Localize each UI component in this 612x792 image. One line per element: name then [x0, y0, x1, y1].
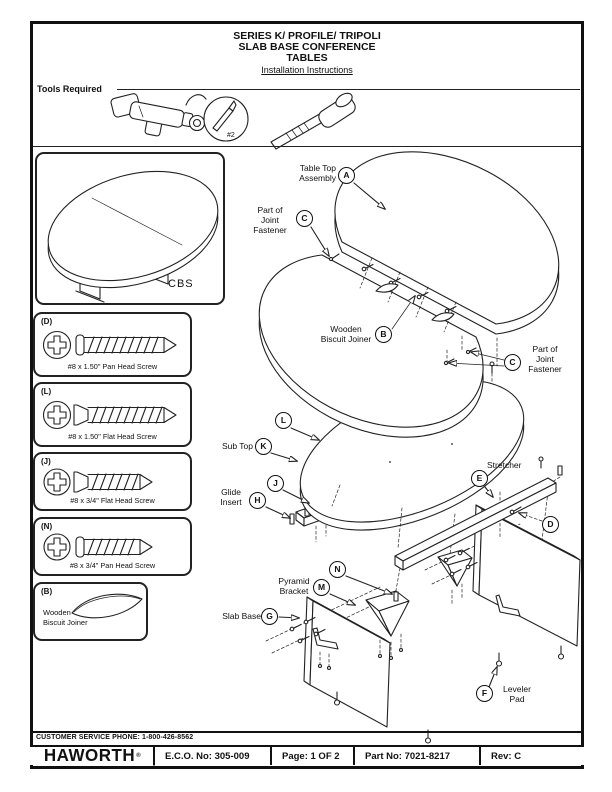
part-box-b: (B) Wooden Biscuit Joiner — [33, 582, 148, 641]
callout-circle-e: E — [471, 470, 488, 487]
page-border — [30, 21, 584, 769]
logo-text: HAWORTH — [43, 745, 136, 766]
title-line-2: SLAB BASE CONFERENCE — [238, 41, 376, 53]
part-key: (J) — [41, 457, 51, 466]
mallet-icon — [270, 92, 356, 150]
callout-circle-a: A — [338, 167, 355, 184]
part-box-l: (L) #8 x 1.50" Flat Head Screw — [33, 382, 192, 447]
haworth-logo: HAWORTH® — [30, 745, 155, 766]
section-divider — [33, 146, 581, 147]
title-line-1: SERIES K/ PROFILE/ TRIPOLI — [233, 30, 381, 42]
svg-text:#2: #2 — [227, 132, 235, 139]
part-box-j: (J) #8 x 3/4" Flat Head Screw — [33, 452, 192, 511]
part-label: #8 x 3/4" Flat Head Screw — [70, 496, 155, 505]
customer-service-phone: CUSTOMER SERVICE PHONE: 1-800-426-8562 — [36, 734, 194, 741]
eco-number: E.C.O. No: 305-009 — [155, 747, 272, 765]
callout-circle-d: D — [542, 516, 559, 533]
model-label: CBS — [168, 278, 194, 290]
title-line-3: TABLES — [286, 52, 328, 64]
callout-circle-n: N — [329, 561, 346, 578]
revision: Rev: C — [491, 750, 522, 762]
callout-circle-g: G — [261, 608, 278, 625]
label-stretcher: Stretcher — [487, 460, 522, 470]
biscuit-joiner-icon — [71, 593, 143, 619]
part-label: #8 x 1.50" Pan Head Screw — [67, 362, 158, 371]
flat-head-screw-icon — [43, 468, 153, 496]
power-drill-icon — [110, 93, 207, 137]
pan-head-screw-icon — [42, 330, 177, 360]
callout-circle-f: F — [476, 685, 493, 702]
part-key: (L) — [41, 387, 52, 396]
callout-circle-h: H — [249, 492, 266, 509]
driver-bit-icon: #2 — [203, 96, 249, 142]
label-slab-base: Slab Base — [222, 611, 261, 621]
page-title: SERIES K/ PROFILE/ TRIPOLI SLAB BASE CON… — [33, 31, 581, 76]
callout-circle-k: K — [255, 438, 272, 455]
part-key: (N) — [41, 522, 53, 531]
part-label: #8 x 1.50" Flat Head Screw — [68, 432, 157, 441]
footer-divider — [30, 731, 584, 733]
part-label: #8 x 3/4" Pan Head Screw — [69, 561, 156, 570]
tools-illustration: #2 — [110, 92, 356, 150]
table-overview-box: CBS — [35, 152, 225, 305]
callout-circle-c-right: C — [504, 354, 521, 371]
part-key: (B) — [41, 587, 53, 596]
part-key: (D) — [41, 317, 53, 326]
part-box-d: (D) #8 x 1.50" Pan Head Screw — [33, 312, 192, 377]
part-number: Part No: 7021-8217 — [355, 747, 481, 765]
title-block-table: HAWORTH® E.C.O. No: 305-009 Page: 1 OF 2… — [30, 745, 584, 766]
tools-rule — [117, 89, 580, 90]
subtitle: Installation Instructions — [261, 65, 353, 75]
flat-head-screw-icon — [42, 400, 177, 430]
page-number: Page: 1 OF 2 — [272, 747, 355, 765]
callout-circle-c-left: C — [296, 210, 313, 227]
callout-circle-l: L — [275, 412, 292, 429]
part-label: Wooden Biscuit Joiner — [43, 608, 88, 627]
registered-mark: ® — [136, 752, 142, 760]
part-box-n: (N) #8 x 3/4" Pan Head Screw — [33, 517, 192, 576]
pan-head-screw-icon — [43, 533, 153, 561]
label-sub-top: Sub Top — [221, 441, 253, 451]
cbs-table-illustration — [47, 170, 219, 303]
callout-circle-j: J — [267, 475, 284, 492]
tools-required-heading: Tools Required — [37, 84, 102, 94]
